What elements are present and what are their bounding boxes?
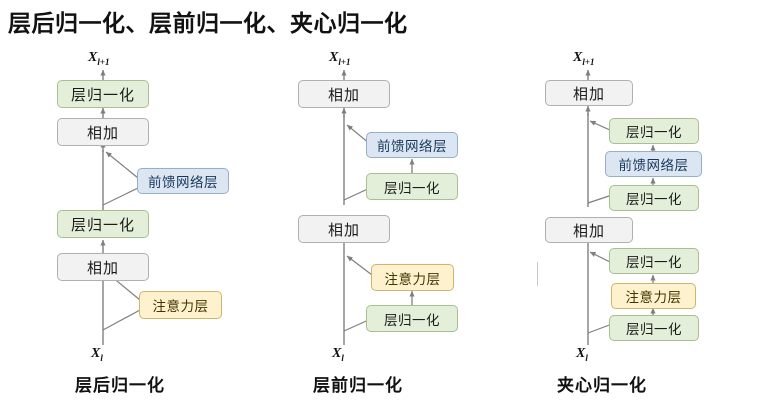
col3-layer-norm-3[interactable]: 层归一化 — [609, 185, 699, 211]
col3-layer-norm-1[interactable]: 层归一化 — [609, 315, 699, 341]
x-output-base: X — [573, 50, 583, 65]
col3-add-2[interactable]: 相加 — [545, 80, 633, 106]
col3-attention[interactable]: 注意力层 — [611, 283, 696, 309]
col3-ffn[interactable]: 前馈网络层 — [605, 151, 702, 177]
col2-add-2[interactable]: 相加 — [298, 80, 390, 108]
node-label: 层归一化 — [626, 192, 682, 207]
node-label: 注意力层 — [384, 271, 441, 287]
col1-add-2[interactable]: 相加 — [57, 118, 149, 146]
x-input-sub: l — [585, 352, 588, 363]
column-1-connectors — [100, 69, 141, 345]
col1-ffn[interactable]: 前馈网络层 — [137, 168, 229, 194]
node-label: 层归一化 — [70, 217, 135, 234]
node-label: 层归一化 — [626, 255, 682, 270]
col2-attention[interactable]: 注意力层 — [371, 264, 454, 291]
column-3-output-label: Xl+1 — [573, 50, 594, 67]
node-label: 相加 — [86, 260, 119, 277]
col3-layer-norm-4[interactable]: 层归一化 — [609, 118, 699, 144]
x-output-sub: l+1 — [338, 56, 351, 67]
x-input-sub: l — [100, 352, 103, 363]
node-label: 相加 — [327, 87, 360, 104]
col2-layer-norm-1[interactable]: 层归一化 — [366, 305, 458, 332]
node-label: 层归一化 — [626, 125, 682, 140]
col2-layer-norm-2[interactable]: 层归一化 — [366, 173, 458, 200]
node-label: 相加 — [572, 86, 605, 103]
col1-layer-norm-2[interactable]: 层归一化 — [57, 80, 149, 108]
column-1-input-label: Xl — [91, 346, 103, 363]
column-3-input-label: Xl — [576, 346, 588, 363]
column-2-input-label: Xl — [332, 346, 344, 363]
column-2-output-label: Xl+1 — [329, 50, 350, 67]
column-3-caption: 夹心归一化 — [557, 376, 647, 395]
column-1-caption: 层后归一化 — [75, 376, 165, 395]
col1-layer-norm-1[interactable]: 层归一化 — [57, 210, 149, 238]
node-label: 前馈网络层 — [148, 175, 218, 190]
col3-add-1[interactable]: 相加 — [545, 217, 633, 243]
column-2-connectors — [341, 69, 415, 345]
node-label: 注意力层 — [625, 290, 682, 305]
x-output-base: X — [329, 50, 339, 65]
node-label: 相加 — [327, 222, 360, 239]
node-label: 层归一化 — [384, 312, 440, 328]
node-label: 前馈网络层 — [377, 139, 447, 154]
x-input-base: X — [576, 346, 586, 361]
node-label: 相加 — [572, 223, 605, 240]
node-label: 层归一化 — [70, 87, 135, 104]
scan-artifact — [537, 262, 538, 286]
col2-add-1[interactable]: 相加 — [298, 215, 390, 243]
node-label: 前馈网络层 — [618, 158, 689, 173]
node-label: 层归一化 — [626, 322, 682, 337]
x-input-base: X — [332, 346, 342, 361]
x-output-sub: l+1 — [97, 56, 110, 67]
node-label: 注意力层 — [152, 299, 209, 314]
x-output-base: X — [88, 50, 98, 65]
node-label: 层归一化 — [384, 180, 440, 196]
column-2-caption: 层前归一化 — [313, 376, 403, 395]
node-label: 相加 — [86, 125, 119, 142]
x-input-sub: l — [341, 352, 344, 363]
page-title: 层后归一化、层前归一化、夹心归一化 — [8, 11, 408, 36]
col1-attention[interactable]: 注意力层 — [139, 291, 222, 319]
col2-ffn[interactable]: 前馈网络层 — [366, 132, 458, 158]
column-1-output-label: Xl+1 — [88, 50, 109, 67]
col1-add-1[interactable]: 相加 — [57, 253, 149, 281]
x-input-base: X — [91, 346, 101, 361]
x-output-sub: l+1 — [582, 56, 595, 67]
col3-layer-norm-2[interactable]: 层归一化 — [609, 248, 699, 274]
